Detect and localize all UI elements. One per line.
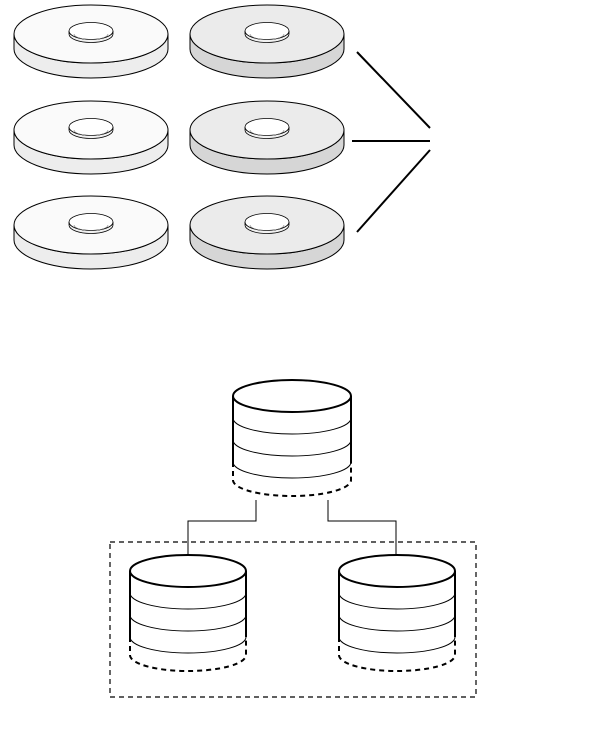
fan-in-connector: [352, 52, 430, 232]
connector-line-bottom: [357, 150, 430, 232]
volume-links: [188, 500, 396, 556]
database-cylinder-icon-bottom-left: [130, 555, 246, 671]
disk-platter-icon-r2-c1: [14, 101, 168, 174]
link-left: [188, 500, 256, 556]
database-cylinder-icon-top: [233, 380, 351, 496]
disk-grid: [14, 5, 344, 269]
connector-line-top: [357, 52, 430, 128]
database-cylinder-icon-bottom-right: [339, 555, 455, 671]
link-right: [328, 500, 396, 556]
disk-platter-icon-r1-c1: [14, 5, 168, 78]
volume-stack: [130, 380, 455, 671]
disk-platter-icon-r3-c1: [14, 196, 168, 269]
disk-platter-icon-r3-c2: [190, 196, 344, 269]
disk-platter-icon-r1-c2: [190, 5, 344, 78]
disk-platter-icon-r2-c2: [190, 101, 344, 174]
